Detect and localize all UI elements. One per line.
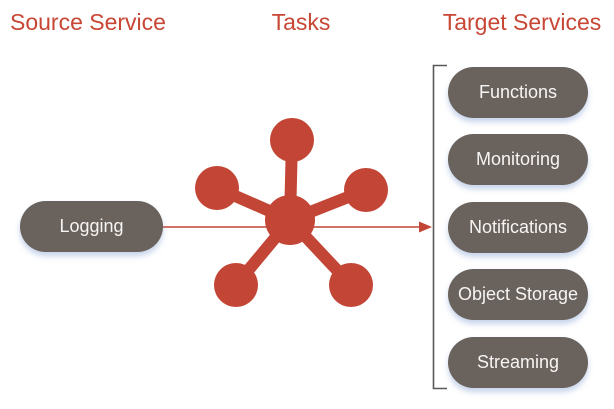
target-node-streaming: Streaming xyxy=(448,337,588,388)
tasks-hub-icon xyxy=(195,118,388,307)
hub-satellite-upper-right xyxy=(344,168,388,212)
source-service-header: Source Service xyxy=(10,9,166,35)
target-node-functions: Functions xyxy=(448,67,588,118)
target-node-notifications: Notifications xyxy=(448,202,588,253)
targets-bracket xyxy=(432,64,447,390)
tasks-header: Tasks xyxy=(271,9,331,35)
hub-satellite-top xyxy=(270,118,314,162)
source-node-logging: Logging xyxy=(20,201,163,252)
hub-satellite-upper-left xyxy=(195,166,239,210)
arrowhead-icon xyxy=(419,221,432,233)
hub-center xyxy=(265,195,315,245)
target-node-object-storage: Object Storage xyxy=(448,269,588,320)
target-services-header: Target Services xyxy=(442,9,602,35)
hub-satellite-lower-left xyxy=(214,263,258,307)
hub-satellite-lower-right xyxy=(329,263,373,307)
target-node-monitoring: Monitoring xyxy=(448,134,588,185)
